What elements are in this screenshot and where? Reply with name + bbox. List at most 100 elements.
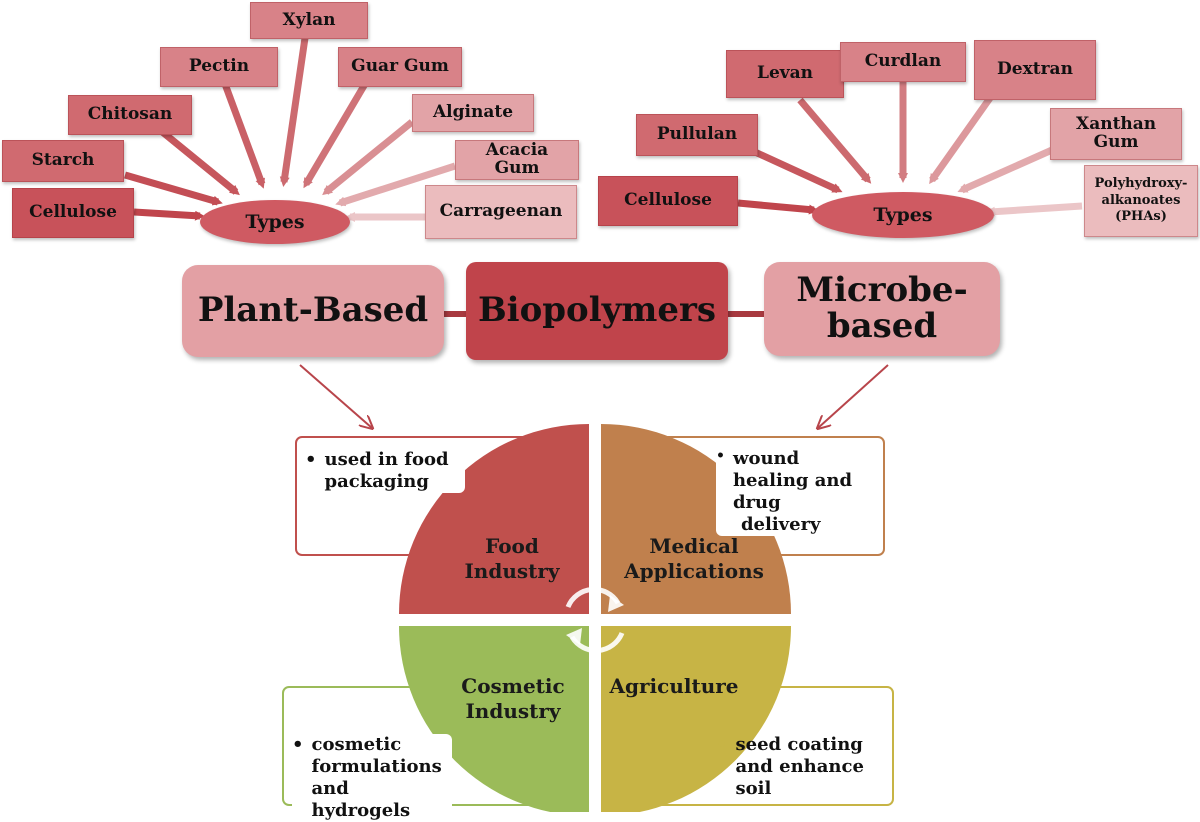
microbe-type-cellulose-label: Cellulose	[624, 190, 712, 211]
microbe-based-label-line-2: based	[826, 306, 938, 346]
bullet-icon: •	[305, 449, 317, 470]
plant-type-arrows	[124, 37, 457, 222]
biopolymers-box: Biopolymers	[466, 262, 728, 360]
arrow-cellulose-plant	[133, 208, 205, 221]
plant-types-label: Types	[245, 211, 305, 233]
arrow-levan	[797, 97, 872, 184]
cycle-arrows-icon	[565, 586, 625, 654]
microbe-type-dextran-label: Dextran	[997, 59, 1073, 80]
microbe-type-phas: Polyhydroxy- alkanoates (PHAs)	[1084, 165, 1198, 237]
microbe-type-dextran: Dextran	[974, 40, 1096, 100]
medical-note-line-4: delivery	[740, 513, 821, 535]
microbe-type-xanthan-gum-label: Xanthan Gum	[1076, 114, 1157, 152]
medical-applications-label: Medical Applications	[624, 534, 764, 584]
plant-type-starch-label: Starch	[31, 150, 95, 171]
plant-type-guar-gum: Guar Gum	[338, 47, 462, 87]
medical-note-line-3: drug	[732, 491, 781, 513]
arrow-plant-to-applications	[299, 364, 372, 428]
cosmetic-note-line-1: cosmetic	[311, 734, 402, 755]
cosmetic-note-line-3: and hydrogels	[311, 777, 411, 821]
arrow-dextran	[929, 95, 993, 185]
cosmetic-note-line-2: formulations	[311, 755, 442, 777]
medical-callout: • wound healing and drug delivery	[716, 448, 876, 536]
arrow-alginate	[322, 119, 415, 196]
plant-type-cellulose: Cellulose	[12, 188, 134, 238]
agriculture-callout: • seed coating and enhance soil	[716, 734, 886, 800]
plant-type-alginate-label: Alginate	[432, 102, 514, 123]
arrow-pullulan	[753, 148, 843, 194]
medical-applications-line-2: Applications	[624, 559, 764, 583]
plant-type-chitosan-label: Chitosan	[87, 104, 173, 125]
arrow-xylan	[279, 37, 309, 187]
arrow-phas	[985, 202, 1083, 217]
arrow-microbe-to-applications	[818, 364, 889, 428]
plant-type-acacia-gum: Acacia Gum	[455, 140, 579, 180]
arrow-starch	[124, 171, 223, 206]
microbe-type-pullulan-label: Pullulan	[656, 124, 738, 145]
arrow-guar-gum	[302, 82, 369, 189]
wheel-cosmetic-industry	[399, 626, 589, 812]
microbe-type-arrows	[737, 80, 1083, 217]
medical-note-line-2: healing and	[732, 469, 853, 491]
food-note-line-1: used in food	[324, 449, 449, 470]
plant-based-box: Plant-Based	[182, 265, 444, 357]
microbe-type-xanthan-gum: Xanthan Gum	[1050, 108, 1182, 160]
application-wheel	[399, 424, 791, 812]
plant-type-starch: Starch	[2, 140, 124, 182]
microbe-type-curdlan: Curdlan	[840, 42, 966, 82]
bullet-icon: •	[716, 734, 728, 755]
microbe-types-ellipse: Types	[812, 192, 994, 238]
plant-type-acacia-gum-label: Acacia Gum	[485, 140, 549, 178]
agriculture-line-1: Agriculture	[609, 674, 739, 698]
arrow-acacia-gum	[335, 162, 457, 207]
plant-type-guar-gum-label: Guar Gum	[351, 56, 449, 77]
arrow-pectin	[221, 82, 266, 189]
plant-type-carrageenan-label: Carrageenan	[439, 201, 563, 222]
plant-type-pectin: Pectin	[160, 47, 278, 87]
plant-type-chitosan: Chitosan	[68, 95, 192, 135]
plant-type-pectin-label: Pectin	[188, 56, 250, 77]
food-industry-line-2: Industry	[464, 559, 560, 583]
plant-type-xylan-label: Xylan	[282, 9, 336, 30]
microbe-based-box: Microbe- based	[764, 262, 1000, 356]
food-note-line-2: packaging	[324, 470, 429, 492]
wheel-food-industry	[399, 424, 589, 614]
plant-type-xylan: Xylan	[250, 2, 368, 39]
food-callout: • used in food packaging	[305, 449, 465, 493]
microbe-type-levan-label: Levan	[756, 63, 814, 84]
microbe-type-curdlan-label: Curdlan	[864, 51, 942, 72]
arrow-xanthan-gum	[957, 146, 1054, 194]
agriculture-note-line-2: and enhance	[735, 755, 864, 777]
microbe-type-phas-line-3: (PHAs)	[1115, 209, 1167, 225]
biopolymers-title: Biopolymers	[477, 290, 717, 331]
cosmetic-industry-line-2: Industry	[465, 699, 561, 723]
bullet-icon: •	[716, 448, 725, 464]
microbe-type-cellulose: Cellulose	[598, 176, 738, 226]
wheel-medical-applications	[601, 424, 791, 614]
microbe-based-label-line-1: Microbe-	[796, 270, 968, 311]
wheel-agriculture	[601, 626, 791, 812]
microbe-type-pullulan: Pullulan	[636, 114, 758, 156]
cosmetic-industry-line-1: Cosmetic	[461, 674, 565, 698]
microbe-type-levan: Levan	[726, 50, 844, 98]
bullet-icon: •	[292, 734, 304, 755]
agriculture-note-line-3: soil	[735, 777, 772, 799]
plant-type-cellulose-label: Cellulose	[29, 202, 117, 223]
microbe-types-label: Types	[873, 204, 933, 226]
agriculture-note-line-1: seed coating	[735, 734, 863, 755]
microbe-type-phas-line-2: alkanoates	[1101, 192, 1181, 208]
arrow-chitosan	[157, 127, 240, 196]
medical-applications-line-1: Medical	[649, 534, 739, 558]
cosmetic-industry-label: Cosmetic Industry	[450, 674, 576, 724]
plant-types-ellipse: Types	[200, 200, 350, 244]
plant-based-label: Plant-Based	[197, 290, 429, 331]
arrow-cellulose-microbe	[737, 199, 819, 215]
plant-type-alginate: Alginate	[412, 94, 534, 132]
food-industry-label: Food Industry	[452, 534, 572, 584]
plant-type-carrageenan: Carrageenan	[425, 185, 577, 239]
microbe-type-phas-line-1: Polyhydroxy-	[1094, 175, 1188, 191]
food-industry-line-1: Food	[485, 534, 539, 558]
cosmetic-callout: • cosmetic formulations and hydrogels	[292, 734, 452, 822]
agriculture-label: Agriculture	[604, 674, 744, 699]
medical-note-line-1: wound	[732, 448, 800, 469]
